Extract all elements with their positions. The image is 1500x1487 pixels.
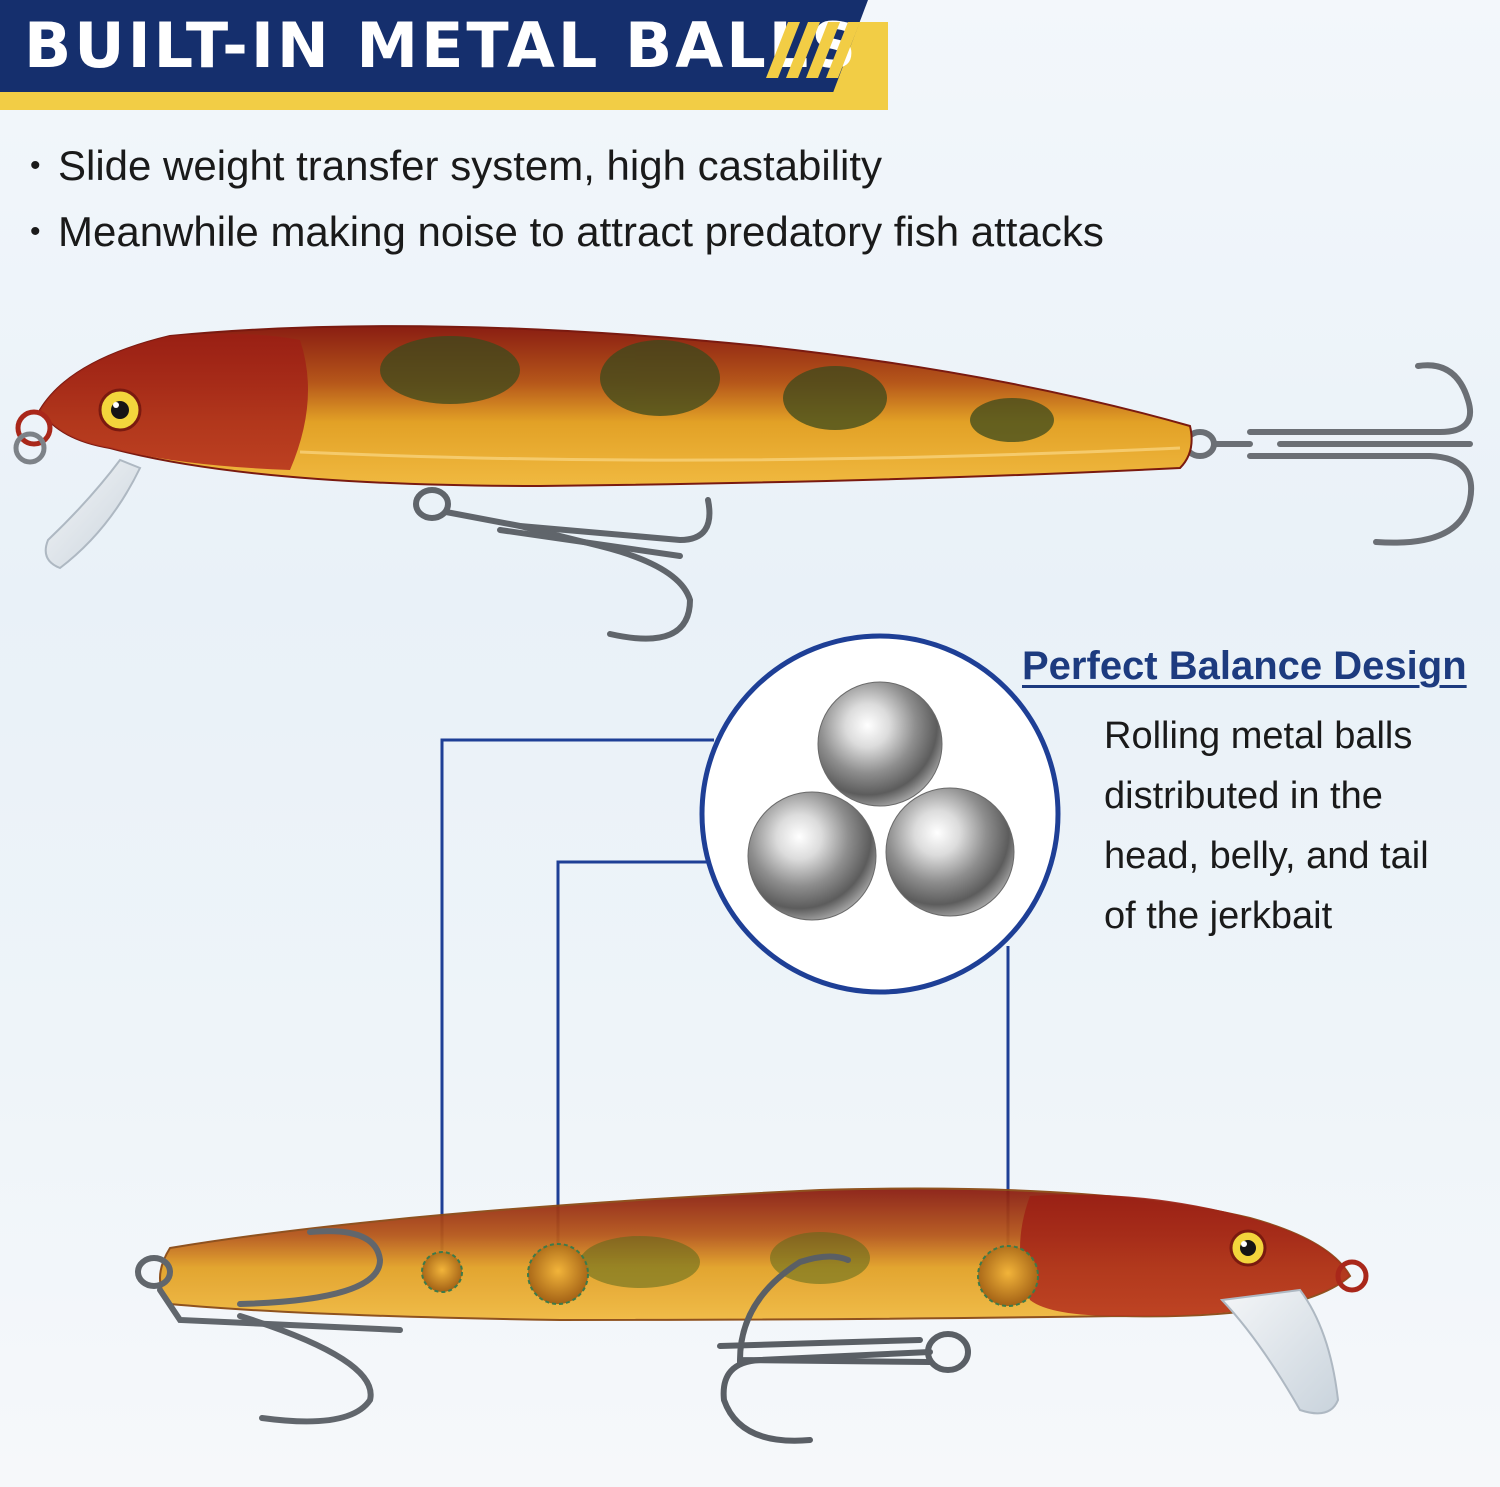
banner-title: BUILT-IN METAL BALLS (24, 9, 859, 82)
steel-ball-icon (747, 791, 877, 921)
top-lure (13, 325, 1475, 642)
tail-treble-hook-icon (1183, 362, 1475, 546)
banner-slashes-icon (766, 22, 860, 78)
balance-line: of the jerkbait (1104, 895, 1333, 937)
bullet-icon: • (30, 215, 41, 248)
steel-ball-icon (885, 787, 1015, 917)
bottom-lure (135, 1187, 1369, 1444)
belly-treble-hook-icon (717, 1253, 971, 1444)
balance-title: Perfect Balance Design (1022, 644, 1467, 688)
lure-eye-icon (1229, 1229, 1267, 1267)
internal-ball-markers (421, 1243, 1039, 1307)
balance-line: head, belly, and tail (1104, 835, 1429, 877)
tail-treble-hook-icon (135, 1228, 403, 1425)
feature-list: • Slide weight transfer system, high cast… (30, 138, 1104, 270)
belly-treble-hook-icon (413, 487, 713, 642)
balance-line: distributed in the (1104, 775, 1383, 817)
balance-description: Rolling metal balls distributed in the h… (1104, 710, 1484, 950)
metal-balls-callout (699, 633, 1061, 995)
top-lure-body (38, 325, 1193, 488)
bullet-icon: • (30, 149, 41, 182)
steel-ball-icon (817, 681, 943, 807)
diving-lip (1219, 1288, 1340, 1415)
feature-item: • Slide weight transfer system, high cast… (30, 138, 1104, 204)
lure-eye-icon (98, 388, 142, 432)
feature-text: Slide weight transfer system, high casta… (58, 142, 883, 189)
title-banner (0, 0, 868, 92)
balance-line: Rolling metal balls (1104, 715, 1413, 757)
feature-item: • Meanwhile making noise to attract preda… (30, 204, 1104, 270)
feature-text: Meanwhile making noise to attract predat… (58, 208, 1104, 255)
diving-lip (44, 458, 142, 570)
